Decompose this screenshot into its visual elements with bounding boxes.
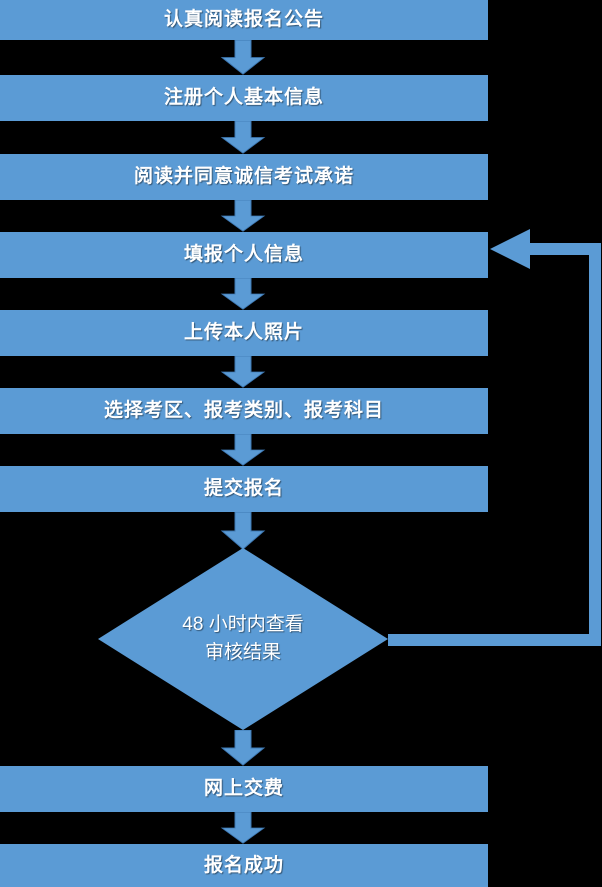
arrow-down-icon-8 bbox=[220, 730, 266, 766]
flow-node-register-basic-info[interactable]: 注册个人基本信息 bbox=[0, 75, 488, 121]
flow-node-label: 选择考区、报考类别、报考科目 bbox=[103, 400, 384, 422]
flow-node-review-result-decision[interactable]: 48 小时内查看 审核结果 bbox=[98, 548, 388, 730]
flow-node-label: 阅读并同意诚信考试承诺 bbox=[133, 166, 354, 188]
flow-node-label: 提交报名 bbox=[203, 478, 284, 500]
arrow-down-icon-2 bbox=[220, 121, 266, 154]
flow-node-select-exam-options[interactable]: 选择考区、报考类别、报考科目 bbox=[0, 388, 488, 434]
flow-node-label: 注册个人基本信息 bbox=[163, 87, 324, 109]
arrow-down-icon-3 bbox=[220, 200, 266, 232]
flow-node-registration-success[interactable]: 报名成功 bbox=[0, 844, 488, 887]
diamond-shape bbox=[98, 548, 388, 730]
flow-node-label: 报名成功 bbox=[203, 854, 284, 876]
flow-node-submit-application[interactable]: 提交报名 bbox=[0, 466, 488, 512]
flow-node-online-payment[interactable]: 网上交费 bbox=[0, 766, 488, 812]
arrow-down-icon-5 bbox=[220, 356, 266, 388]
flow-node-fill-personal-info[interactable]: 填报个人信息 bbox=[0, 232, 488, 278]
arrow-down-icon-1 bbox=[220, 40, 266, 75]
flow-node-label: 上传本人照片 bbox=[183, 322, 304, 344]
flow-node-agree-integrity-pledge[interactable]: 阅读并同意诚信考试承诺 bbox=[0, 154, 488, 200]
arrow-down-icon-4 bbox=[220, 278, 266, 310]
flow-node-label: 认真阅读报名公告 bbox=[163, 9, 324, 31]
flow-node-read-announcement[interactable]: 认真阅读报名公告 bbox=[0, 0, 488, 40]
flow-node-label: 填报个人信息 bbox=[183, 244, 304, 266]
arrow-down-icon-9 bbox=[220, 812, 266, 844]
arrow-down-icon-6 bbox=[220, 434, 266, 466]
flow-node-label: 网上交费 bbox=[203, 778, 284, 800]
arrow-down-icon-7 bbox=[220, 512, 266, 550]
flow-node-upload-photo[interactable]: 上传本人照片 bbox=[0, 310, 488, 356]
feedback-loop-arrow bbox=[380, 225, 602, 655]
